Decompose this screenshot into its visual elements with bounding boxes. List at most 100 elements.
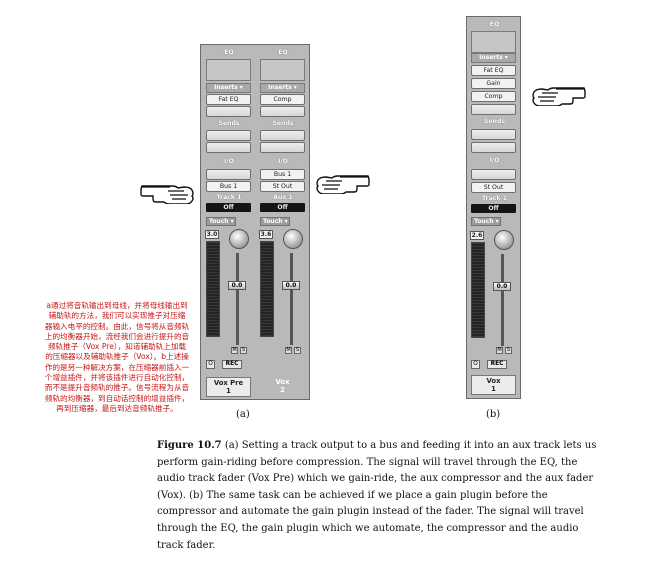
eq-label: EQ xyxy=(489,21,500,28)
inserts-menu[interactable]: Inserts ▾ xyxy=(260,83,305,93)
inserts-menu[interactable]: Inserts ▾ xyxy=(206,83,251,93)
output-slot[interactable]: St Out xyxy=(260,181,305,192)
fader-track xyxy=(236,253,239,345)
fader-track xyxy=(501,254,504,346)
annotation-line: 辅助轨的方法，我们可以实现推子对压缩 xyxy=(48,311,186,321)
insert-slot-4[interactable] xyxy=(471,104,516,115)
pan-value: 2.6 xyxy=(470,231,484,240)
eq-label: EQ xyxy=(278,49,288,56)
annotation-line: 器输入电平的控制。由此，信号将从音频轨 xyxy=(44,321,190,331)
track-type-label: Aux 1 xyxy=(273,194,293,201)
automation-off[interactable]: Off xyxy=(260,203,305,212)
input-slot[interactable] xyxy=(471,169,516,180)
eq-display[interactable] xyxy=(471,31,516,53)
caption-text: (a) Setting a track output to a bus and … xyxy=(157,440,597,551)
send-slot-1[interactable] xyxy=(206,130,251,141)
caption-label: Figure 10.7 xyxy=(157,440,222,451)
track-type-label: Track 1 xyxy=(216,194,242,201)
volume-fader[interactable]: 0.0 xyxy=(282,281,300,290)
insert-slot-2[interactable]: Gain xyxy=(471,78,516,89)
volume-fader[interactable]: 0.0 xyxy=(228,281,246,290)
input-slot[interactable] xyxy=(206,169,251,180)
annotation-line: 频轨的均衡器，到自动话控制的增益插件， xyxy=(44,393,190,403)
chinese-annotation: a通过将音轨输出到母线，并将母线输出到 辅助轨的方法，我们可以实现推子对压缩 器… xyxy=(2,301,232,414)
mixer-panel-b: EQ Inserts ▾ Fat EQ Gain Comp Sends I/O … xyxy=(466,16,521,399)
pan-knob[interactable] xyxy=(283,229,303,249)
annotation-line: 作的是另一种解决方案，在压缩器前插入一 xyxy=(44,362,190,372)
annotation-line: 个增益插件，并将该插件进行自动化控制， xyxy=(44,373,190,383)
track-number: 2 xyxy=(280,386,285,394)
track-type-label: Track 1 xyxy=(481,195,507,202)
pan-value: 3.0 xyxy=(205,230,219,239)
pointing-hand-icon xyxy=(532,87,586,106)
insert-slot-2[interactable] xyxy=(260,106,305,117)
sends-label: Sends xyxy=(483,118,506,125)
input-slot[interactable]: Bus 1 xyxy=(260,169,305,180)
automation-mode-menu[interactable]: Touch ▾ xyxy=(206,217,236,226)
channel-strip-vox: EQ Inserts ▾ Fat EQ Gain Comp Sends I/O … xyxy=(467,17,522,398)
mute-button[interactable]: M xyxy=(285,347,292,354)
annotation-line: 上的均衡器开始，流经我们会进行提升的音 xyxy=(44,331,190,341)
io-label: I/O xyxy=(489,157,500,164)
inserts-menu[interactable]: Inserts ▾ xyxy=(471,53,516,63)
insert-slot-1[interactable]: Fat EQ xyxy=(206,94,251,105)
annotation-line: 频轨推子（Vox Pre），知道辅助轨上加载 xyxy=(47,342,187,352)
level-meter xyxy=(206,241,220,337)
annotation-line: 的压缩器以及辅助轨推子（Vox）。b上述操 xyxy=(45,352,189,362)
figure-caption: Figure 10.7 (a) Setting a track output t… xyxy=(157,438,597,554)
eq-display[interactable] xyxy=(260,59,305,81)
pan-value: 3.6 xyxy=(259,230,273,239)
eq-display[interactable] xyxy=(206,59,251,81)
io-label: I/O xyxy=(278,158,288,165)
send-slot-2[interactable] xyxy=(206,142,251,153)
solo-button[interactable]: S xyxy=(294,347,301,354)
automation-mode-menu[interactable]: Touch ▾ xyxy=(260,217,290,226)
mute-button[interactable]: M xyxy=(496,347,503,354)
volume-fader[interactable]: 0.0 xyxy=(493,282,511,291)
pointing-hand-icon xyxy=(140,185,194,204)
annotation-line: a通过将音轨输出到母线，并将母线输出到 xyxy=(46,301,188,310)
track-name-text: Vox Pre xyxy=(213,379,244,387)
channel-strip-vox-aux: EQ Inserts ▾ Comp Sends I/O Bus 1 St Out… xyxy=(256,45,310,399)
annotation-line: 再到压缩器，最后到达音频轨推子。 xyxy=(56,403,178,413)
io-label: I/O xyxy=(224,158,234,165)
annotation-line: 而不是提升音频轨的推子。信号流程为从音 xyxy=(44,383,190,393)
output-slot[interactable]: St Out xyxy=(471,182,516,193)
eq-label: EQ xyxy=(224,49,234,56)
send-slot-1[interactable] xyxy=(471,129,516,140)
sends-label: Sends xyxy=(218,120,240,127)
automation-off[interactable]: Off xyxy=(471,204,516,213)
insert-slot-2[interactable] xyxy=(206,106,251,117)
sends-label: Sends xyxy=(272,120,294,127)
solo-button[interactable]: S xyxy=(505,347,512,354)
insert-slot-3[interactable]: Comp xyxy=(471,91,516,102)
track-name[interactable]: Vox 1 xyxy=(471,375,516,395)
pan-knob[interactable] xyxy=(229,229,249,249)
track-number: 1 xyxy=(226,387,231,395)
track-name-text: Vox xyxy=(486,377,501,385)
rec-button[interactable]: REC xyxy=(487,360,507,369)
track-name[interactable]: Vox 2 xyxy=(260,377,305,397)
automation-off[interactable]: Off xyxy=(206,203,251,212)
level-meter xyxy=(471,242,485,338)
track-name[interactable]: Vox Pre 1 xyxy=(206,377,251,397)
rec-button[interactable]: REC xyxy=(222,360,242,369)
o-button[interactable]: O xyxy=(471,360,480,369)
pan-knob[interactable] xyxy=(494,230,514,250)
solo-button[interactable]: S xyxy=(240,347,247,354)
send-slot-2[interactable] xyxy=(260,142,305,153)
figure-label-b: (b) xyxy=(486,409,501,420)
send-slot-1[interactable] xyxy=(260,130,305,141)
insert-slot-1[interactable]: Fat EQ xyxy=(471,65,516,76)
pointing-hand-icon xyxy=(316,175,370,194)
insert-slot-1[interactable]: Comp xyxy=(260,94,305,105)
mute-button[interactable]: M xyxy=(231,347,238,354)
output-slot[interactable]: Bus 1 xyxy=(206,181,251,192)
send-slot-2[interactable] xyxy=(471,142,516,153)
track-name-text: Vox xyxy=(275,378,290,386)
channel-strip-vox-pre: EQ Inserts ▾ Fat EQ Sends I/O Bus 1 Trac… xyxy=(202,45,256,399)
automation-mode-menu[interactable]: Touch ▾ xyxy=(471,217,501,226)
o-button[interactable]: O xyxy=(206,360,215,369)
fader-track xyxy=(290,253,293,345)
mixer-panel-a: EQ Inserts ▾ Fat EQ Sends I/O Bus 1 Trac… xyxy=(200,44,310,400)
